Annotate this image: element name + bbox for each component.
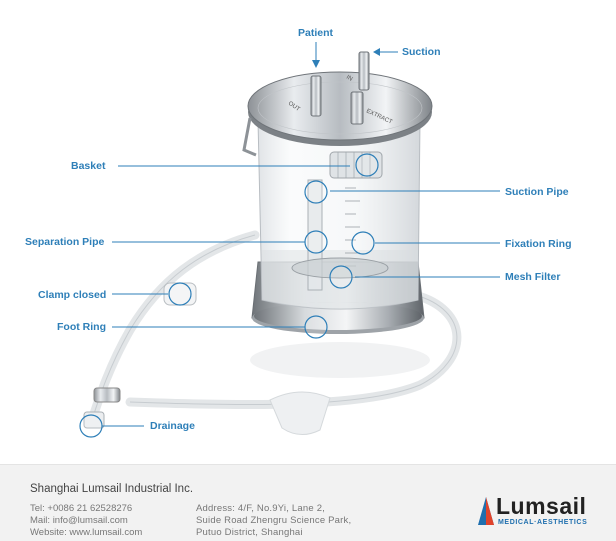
callout-suction: Suction <box>402 46 441 58</box>
contact-website: Website: www.lumsail.com <box>30 527 143 538</box>
canister-illustration: OUT IN EXTRACT <box>79 42 500 438</box>
mesh-filter <box>291 257 389 279</box>
callout-fixation-ring: Fixation Ring <box>505 238 572 250</box>
drainage-connector <box>93 387 121 403</box>
lumsail-logo: Lumsail MEDICAL·AESTHETICS <box>474 493 604 533</box>
lid <box>247 71 433 141</box>
callout-basket: Basket <box>71 160 106 172</box>
contact-mail: Mail: info@lumsail.com <box>30 515 128 526</box>
address-block: Address: 4/F, No.9Yi, Lane 2, Suide Road… <box>196 503 351 539</box>
callout-suction-pipe: Suction Pipe <box>505 186 569 198</box>
patient-port <box>310 75 322 117</box>
callout-separation-pipe: Separation Pipe <box>25 236 105 248</box>
logo-tagline: MEDICAL·AESTHETICS <box>498 519 588 526</box>
company-name: Shanghai Lumsail Industrial Inc. <box>30 483 194 495</box>
callout-markers <box>79 153 379 438</box>
company-footer: Shanghai Lumsail Industrial Inc. Tel: +0… <box>0 464 616 541</box>
address-line-3: Putuo District, Shanghai <box>196 527 303 538</box>
callout-patient: Patient <box>298 27 334 39</box>
product-figure: OUT IN EXTRACT Patient <box>25 27 572 438</box>
callout-leaders <box>102 42 500 427</box>
lid-label-in: IN <box>345 75 353 83</box>
logo-wordmark: Lumsail <box>496 493 587 519</box>
address-line-2: Suide Road Zhengru Science Park, <box>196 515 352 526</box>
callout-mesh-filter: Mesh Filter <box>505 271 561 283</box>
sail-icon <box>478 497 494 525</box>
contact-block: Tel: +0086 21 62528276 Mail: info@lumsai… <box>30 503 142 539</box>
callout-drainage: Drainage <box>150 420 195 432</box>
callout-foot-ring: Foot Ring <box>57 321 106 333</box>
address-line-1: Address: 4/F, No.9Yi, Lane 2, <box>196 503 326 514</box>
handle <box>242 117 257 157</box>
drain-tray <box>269 391 331 435</box>
extract-port <box>350 91 364 125</box>
contact-tel: Tel: +0086 21 62528276 <box>30 503 133 514</box>
suction-port <box>358 51 370 91</box>
callout-clamp-closed: Clamp closed <box>38 289 107 301</box>
